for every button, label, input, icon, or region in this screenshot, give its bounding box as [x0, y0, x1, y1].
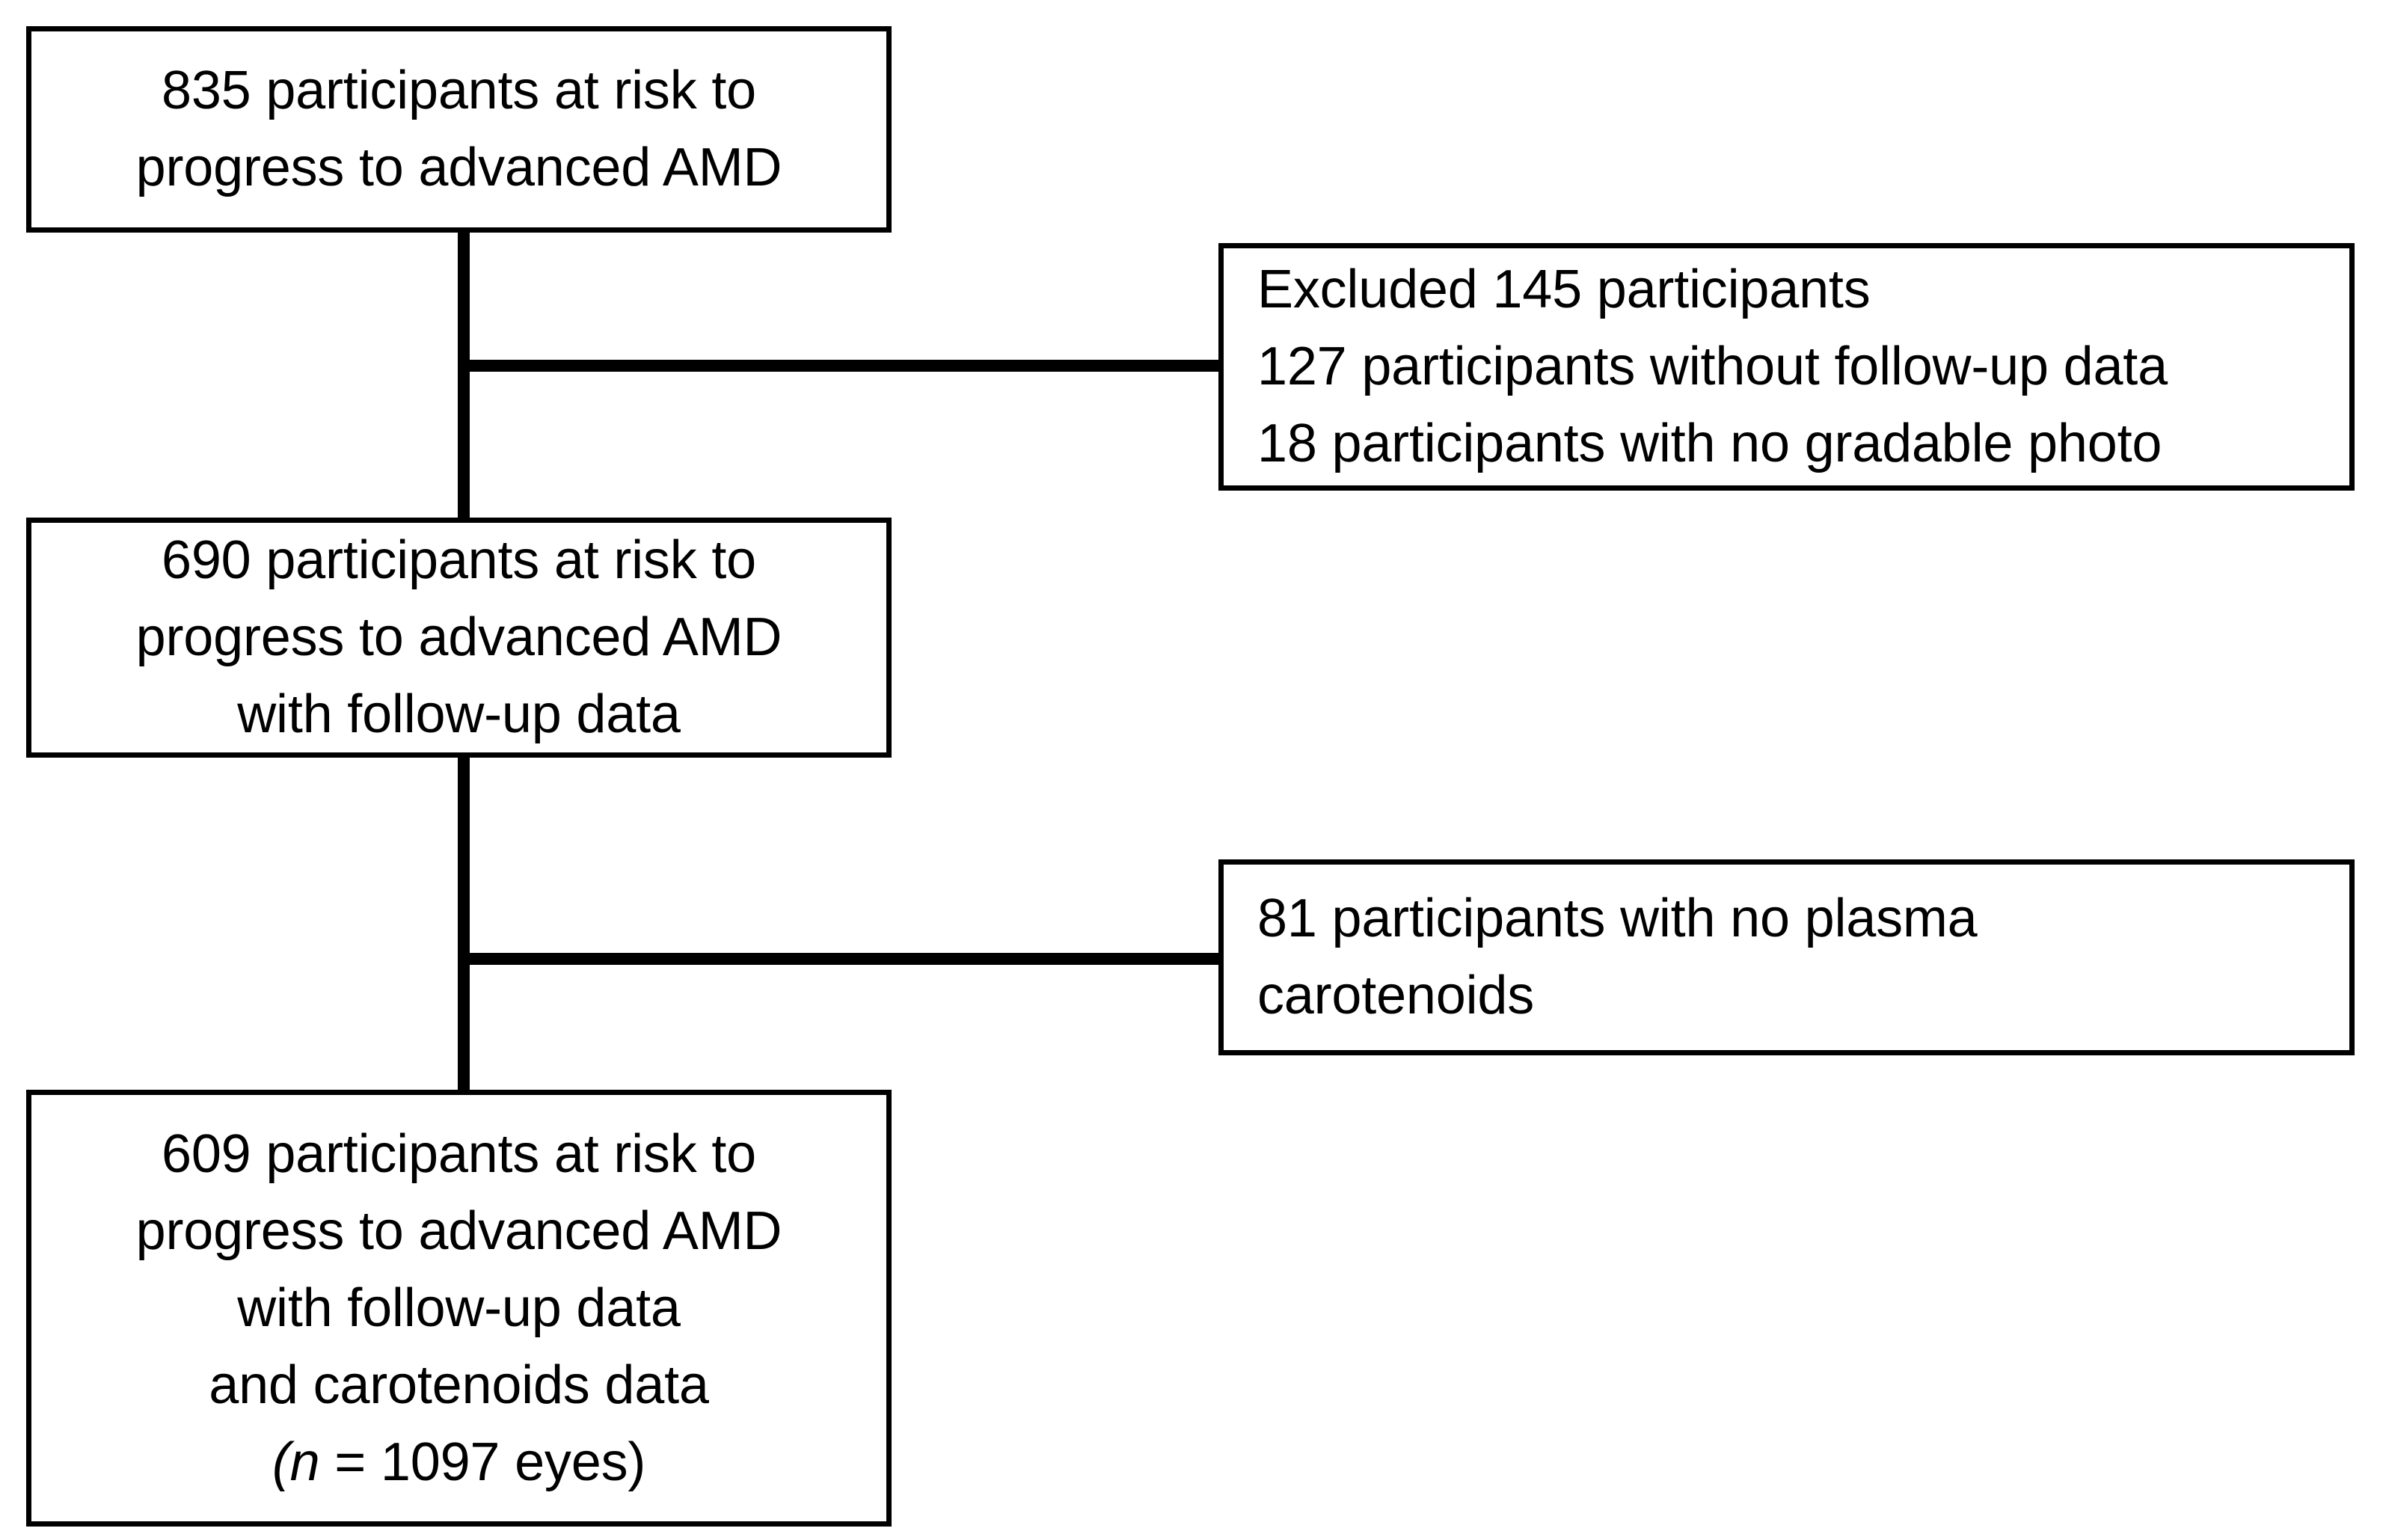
eyes-n-symbol: n [289, 1432, 320, 1492]
node-followup-line-2: progress to advanced AMD [135, 607, 782, 667]
connector-branch-to-no-carotenoids [458, 953, 1224, 965]
node-no-plasma-carotenoids: 81 participants with no plasma carotenoi… [1218, 859, 2355, 1055]
node-no-carotenoids-line-2: carotenoids [1257, 966, 1535, 1025]
node-followup-line-1: 690 participants at risk to [161, 530, 756, 590]
eyes-value-text: = 1097 eyes) [319, 1432, 646, 1492]
connector-enrolled-to-followup [458, 224, 470, 524]
node-final-line-4: and carotenoids data [209, 1355, 709, 1415]
node-final-line-3: with follow-up data [237, 1277, 681, 1338]
node-final-analytic-sample: 609 participants at risk to progress to … [26, 1090, 892, 1527]
connector-branch-to-excluded [458, 360, 1224, 372]
connector-followup-to-final [458, 751, 470, 1096]
node-excluded-line-3: 18 participants with no gradable photo [1257, 414, 2162, 473]
node-enrolled-participants: 835 participants at risk to progress to … [26, 26, 892, 233]
node-excluded-line-2: 127 participants without follow-up data [1257, 337, 2168, 396]
node-no-carotenoids-line-1: 81 participants with no plasma [1257, 889, 1978, 948]
eyes-open-paren: ( [272, 1432, 290, 1492]
node-enrolled-line-2: progress to advanced AMD [135, 138, 782, 197]
node-followup-participants: 690 participants at risk to progress to … [26, 518, 892, 758]
node-final-line-1: 609 participants at risk to [161, 1123, 756, 1184]
node-final-line-2: progress to advanced AMD [135, 1200, 782, 1261]
node-enrolled-line-1: 835 participants at risk to [161, 61, 756, 120]
node-excluded-participants: Excluded 145 participants 127 participan… [1218, 243, 2355, 491]
node-excluded-line-1: Excluded 145 participants [1257, 260, 1871, 319]
node-final-eyes-line: (n = 1097 eyes) [272, 1424, 646, 1501]
node-followup-line-3: with follow-up data [237, 684, 681, 744]
